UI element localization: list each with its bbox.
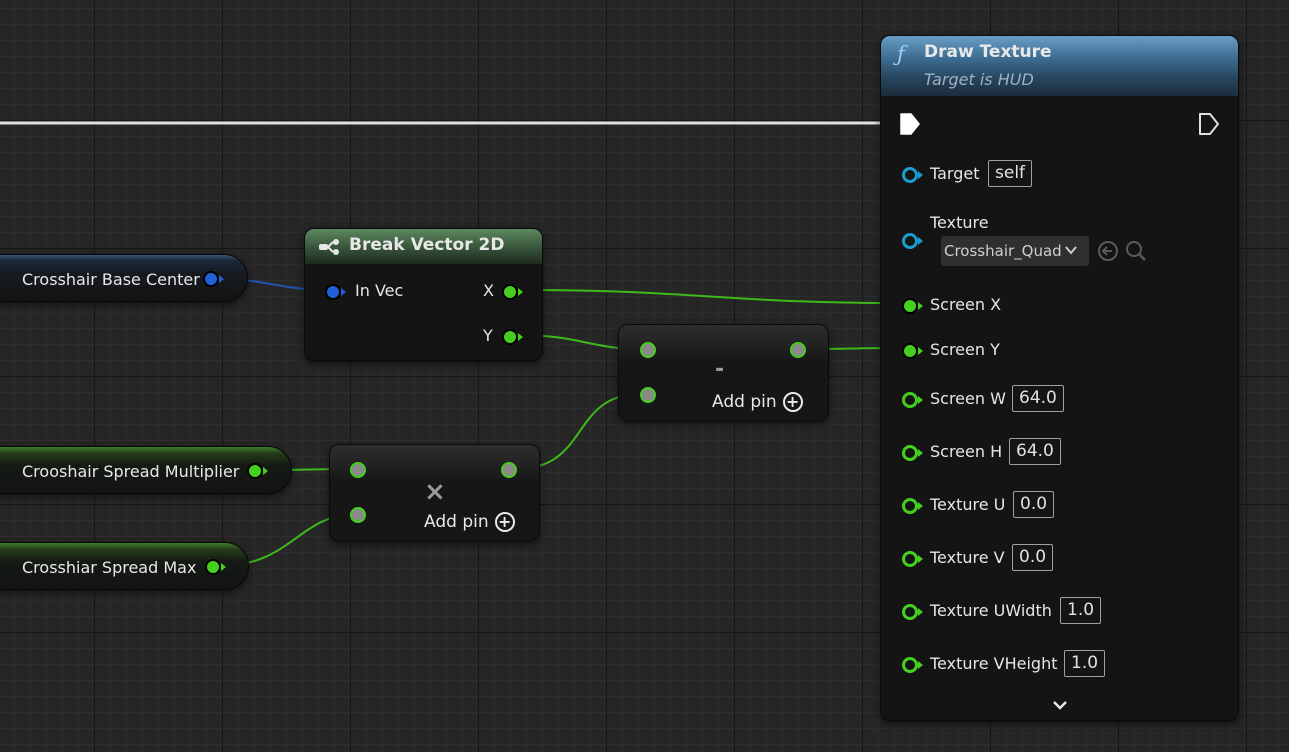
node-header <box>305 229 542 264</box>
texture-vheight-field[interactable]: 1.0 <box>1064 650 1106 677</box>
texture-vheight-label: Texture VHeight <box>930 654 1058 673</box>
draw-texture-node[interactable]: ƒ Draw Texture Target is HUD Target self… <box>880 35 1239 721</box>
screen-h-pin[interactable] <box>902 445 918 461</box>
variable-spread-max[interactable]: Crosshiar Spread Max <box>0 542 249 590</box>
pin-arrow-icon <box>918 171 923 179</box>
float-output-pin[interactable] <box>247 463 263 479</box>
screen-h-field[interactable]: 64.0 <box>1009 438 1061 465</box>
screen-y-pin[interactable] <box>902 343 918 359</box>
screen-w-pin[interactable] <box>902 392 918 408</box>
plus-circle-icon: + <box>494 512 515 532</box>
variable-crosshair-base-center[interactable]: Crosshair Base Center <box>0 254 248 302</box>
texture-pin[interactable] <box>902 233 918 249</box>
texture-u-pin[interactable] <box>902 498 918 514</box>
texture-u-label: Texture U <box>930 495 1006 514</box>
break-struct-icon <box>319 239 339 255</box>
screen-h-label: Screen H <box>930 442 1003 461</box>
multiply-input-b-pin[interactable] <box>350 507 366 523</box>
pin-arrow-icon <box>918 302 923 310</box>
chevron-down-icon <box>1065 246 1077 255</box>
exec-output-pin[interactable] <box>1198 112 1220 136</box>
y-output-pin[interactable] <box>502 329 518 345</box>
texture-uwidth-pin[interactable] <box>902 604 918 620</box>
variable-label: Crooshair Spread Multiplier <box>22 462 240 481</box>
texture-asset-value: Crosshair_Quad <box>944 242 1062 260</box>
pin-arrow-icon <box>918 396 923 404</box>
pin-arrow-icon <box>918 347 923 355</box>
wire-x-to-screen-x[interactable] <box>517 289 904 304</box>
target-value-field[interactable]: self <box>988 160 1033 187</box>
exec-input-pin[interactable] <box>899 112 921 136</box>
target-label: Target <box>930 164 980 183</box>
texture-vheight-pin[interactable] <box>902 657 918 673</box>
in-vec-pin[interactable] <box>325 284 341 300</box>
pin-arrow-icon <box>918 237 923 245</box>
multiply-output-pin[interactable] <box>501 462 517 478</box>
node-title: Break Vector 2D <box>349 235 505 255</box>
pin-arrow-icon <box>341 288 346 296</box>
expand-chevron-icon[interactable] <box>1052 700 1068 712</box>
x-output-pin[interactable] <box>502 284 518 300</box>
variable-spread-multiplier[interactable]: Crooshair Spread Multiplier <box>0 446 292 494</box>
in-vec-label: In Vec <box>355 281 404 300</box>
subtract-operator-icon: - <box>715 357 725 382</box>
pin-arrow-icon <box>219 275 224 283</box>
pin-arrow-icon <box>518 333 523 341</box>
texture-uwidth-label: Texture UWidth <box>930 601 1052 620</box>
node-title: Draw Texture <box>924 42 1052 62</box>
pin-arrow-icon <box>918 449 923 457</box>
pin-arrow-icon <box>263 467 268 475</box>
texture-v-label: Texture V <box>930 548 1005 567</box>
y-label: Y <box>483 326 493 345</box>
pin-arrow-icon <box>918 608 923 616</box>
screen-w-label: Screen W <box>930 389 1006 408</box>
add-pin-label: Add pin <box>712 392 777 412</box>
node-header <box>881 36 1238 96</box>
target-pin[interactable] <box>902 167 918 183</box>
use-selected-asset-icon[interactable] <box>1097 240 1119 262</box>
float-output-pin[interactable] <box>205 559 221 575</box>
screen-w-field[interactable]: 64.0 <box>1012 385 1064 412</box>
screen-x-label: Screen X <box>930 295 1002 314</box>
pin-arrow-icon <box>918 661 923 669</box>
multiply-add-pin-button[interactable]: Add pin+ <box>424 512 515 532</box>
plus-circle-icon: + <box>782 392 803 412</box>
subtract-input-b-pin[interactable] <box>640 387 656 403</box>
vector2d-output-pin[interactable] <box>203 271 219 287</box>
subtract-add-pin-button[interactable]: Add pin+ <box>712 392 803 412</box>
break-vector-2d-node[interactable]: Break Vector 2D In Vec X Y <box>304 228 543 361</box>
x-label: X <box>483 281 494 300</box>
pin-arrow-icon <box>918 555 923 563</box>
subtract-node[interactable]: - Add pin+ <box>618 324 829 421</box>
multiply-input-a-pin[interactable] <box>350 462 366 478</box>
multiply-operator-icon: × <box>424 477 446 507</box>
multiply-node[interactable]: × Add pin+ <box>329 444 540 541</box>
texture-v-pin[interactable] <box>902 551 918 567</box>
subtract-output-pin[interactable] <box>790 342 806 358</box>
add-pin-label: Add pin <box>424 512 489 532</box>
subtract-input-a-pin[interactable] <box>640 342 656 358</box>
variable-label: Crosshiar Spread Max <box>22 558 197 577</box>
texture-uwidth-field[interactable]: 1.0 <box>1060 597 1102 624</box>
texture-label: Texture <box>930 213 989 232</box>
screen-y-label: Screen Y <box>930 340 1000 359</box>
function-icon: ƒ <box>897 42 905 66</box>
screen-x-pin[interactable] <box>902 298 918 314</box>
texture-u-field[interactable]: 0.0 <box>1013 491 1055 518</box>
pin-arrow-icon <box>518 288 523 296</box>
texture-v-field[interactable]: 0.0 <box>1012 544 1054 571</box>
pin-arrow-icon <box>918 502 923 510</box>
browse-asset-search-icon[interactable] <box>1125 240 1147 262</box>
texture-asset-dropdown[interactable]: Crosshair_Quad <box>941 236 1089 266</box>
variable-label: Crosshair Base Center <box>22 270 200 289</box>
pin-arrow-icon <box>221 563 226 571</box>
node-subtitle: Target is HUD <box>924 70 1034 89</box>
